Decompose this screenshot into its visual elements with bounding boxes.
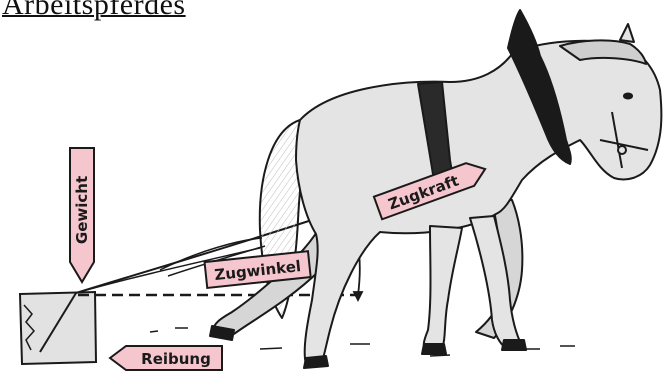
weight-label-text: Gewicht bbox=[73, 176, 91, 244]
load-block bbox=[20, 292, 96, 364]
horse-ear bbox=[620, 24, 634, 42]
friction-label-text: Reibung bbox=[141, 350, 211, 368]
friction-label: Reibung bbox=[110, 346, 222, 370]
horse-eye bbox=[624, 94, 632, 99]
weight-label: Gewicht bbox=[70, 148, 94, 282]
horse-body bbox=[296, 41, 661, 364]
